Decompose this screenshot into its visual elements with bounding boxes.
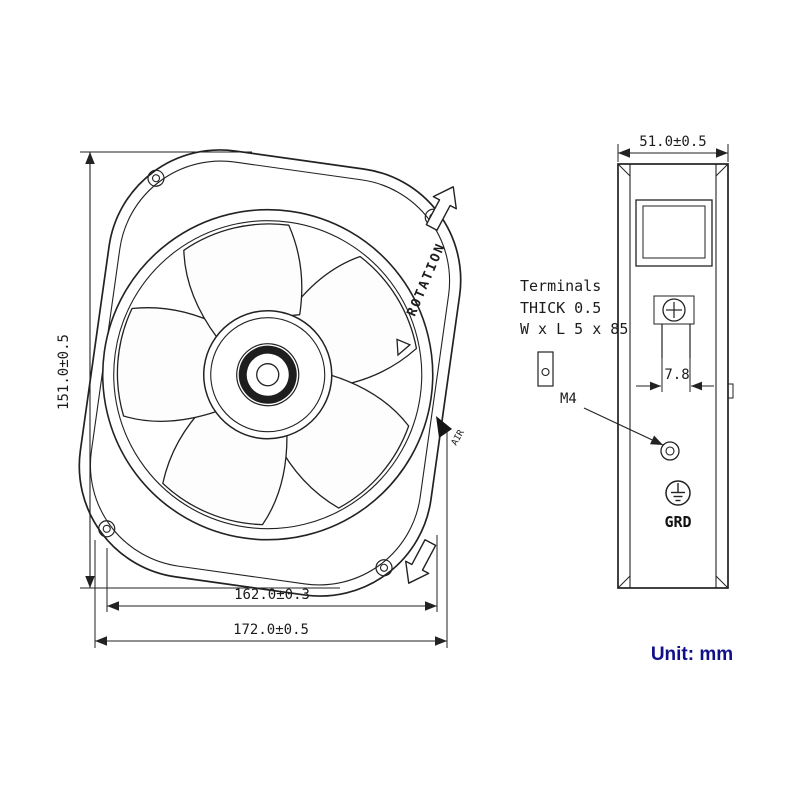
faston-terminal-detail [537, 351, 554, 387]
dim-bolt-spacing-label: 162.0±0.3 [234, 587, 310, 603]
terminals-title: Terminals [520, 277, 601, 295]
dim-width-label: 172.0±0.5 [233, 622, 309, 638]
dim-depth: 51.0±0.5 [617, 134, 729, 162]
terminals-thickness: THICK 0.5 [520, 299, 601, 317]
airflow-label: AIR [450, 428, 467, 448]
side-notch [727, 383, 734, 399]
hub-ring [238, 345, 297, 404]
terminals-annotation: Terminals THICK 0.5 W x L 5 x 85 [520, 277, 628, 338]
dim-width: 172.0±0.5 [94, 430, 448, 648]
ground-label: GRD [664, 513, 691, 531]
dim-terminal-pitch-label: 7.8 [664, 367, 689, 383]
dim-depth-label: 51.0±0.5 [639, 134, 706, 150]
rotation-arrow-icon-bottom [405, 539, 437, 584]
unit-label: Unit: mm [651, 644, 733, 665]
airflow-arrow-icon [436, 416, 452, 438]
m4-screw-hole [660, 441, 680, 461]
terminal-screw-icon [662, 298, 686, 322]
dim-height-label: 151.0±0.5 [56, 334, 72, 410]
terminal-block [635, 199, 713, 358]
dim-bolt-spacing: 162.0±0.3 [106, 535, 438, 612]
terminals-size: W x L 5 x 85 [520, 320, 628, 338]
rotation-label: ROTATION [405, 241, 450, 319]
dim-terminal-pitch: 7.8 [636, 358, 714, 392]
fan-blades [116, 223, 418, 526]
ground-symbol-icon [665, 480, 691, 506]
fan-hub [202, 309, 333, 440]
rotation-triangle-icon [396, 338, 412, 357]
dim-height: 151.0±0.5 [56, 151, 340, 589]
fan-front-view: ROTATION AIR 151.0±0.5 162.0±0.3 172.0±0… [56, 149, 467, 648]
rotation-arrow-icon [425, 186, 457, 231]
side-body [617, 163, 734, 589]
m4-callout: M4 [560, 391, 680, 461]
m4-label: M4 [560, 391, 577, 407]
hub-center [256, 363, 280, 387]
fan-side-view: 51.0±0.5 [520, 134, 734, 589]
fan-frame-group [78, 149, 462, 597]
